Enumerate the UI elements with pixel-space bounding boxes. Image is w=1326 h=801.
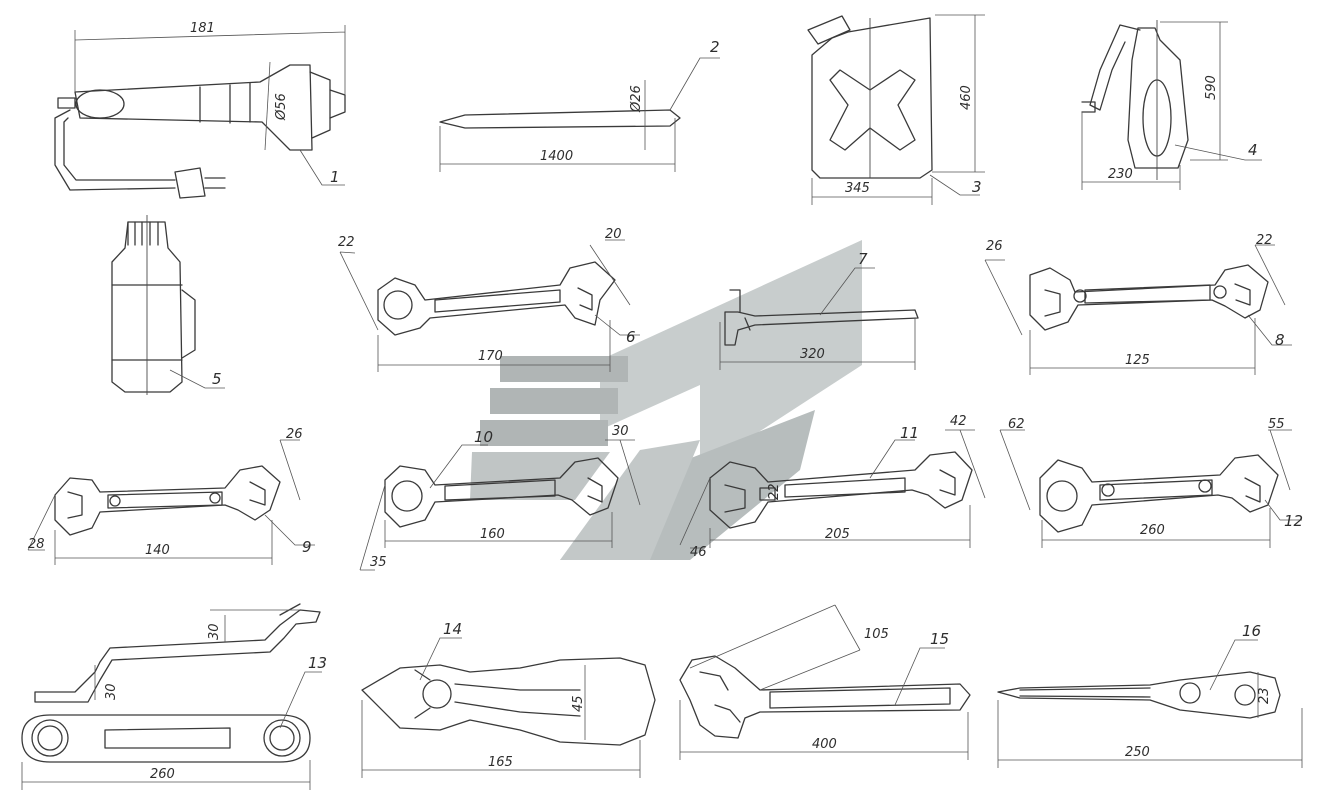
- dim-9-length: 140: [145, 543, 170, 558]
- dim-15-length: 400: [812, 737, 837, 752]
- tool-2-tire-lever: 1400 Ø26 2: [439, 38, 720, 172]
- logo-bar-2: [490, 388, 618, 414]
- dim-11-jaw-right: 42: [950, 414, 967, 429]
- label-15: 15: [930, 630, 949, 648]
- tool-10-wrench: 30 35 160 10: [359, 424, 641, 571]
- label-14: 14: [443, 620, 462, 638]
- tool-11-wrench: 42 46 205 22 11: [679, 414, 986, 560]
- logo-bar-3: [480, 420, 608, 446]
- tool-15-adjustable-wrench: 105 400 15: [679, 604, 971, 760]
- logo-upper-wing: [600, 240, 862, 470]
- label-4: 4: [1248, 141, 1258, 159]
- dim-10-jaw-left: 35: [370, 555, 387, 570]
- label-2: 2: [710, 38, 720, 56]
- label-3: 3: [972, 178, 982, 196]
- dim-9-jaw-left: 28: [28, 537, 45, 552]
- label-16: 16: [1242, 622, 1261, 640]
- dim-16-diameter: 23: [1257, 687, 1272, 704]
- dim-14-length: 165: [488, 755, 513, 770]
- dim-3-width: 345: [845, 181, 870, 196]
- dim-16-length: 250: [1125, 745, 1150, 760]
- tool-4-pump: 230 590 4: [1081, 20, 1262, 190]
- dim-6-length: 170: [478, 349, 503, 364]
- dim-8-jaw-right: 22: [1256, 233, 1273, 248]
- dim-11-length: 205: [825, 527, 850, 542]
- dim-15-jaw: 105: [864, 627, 889, 642]
- dim-3-height: 460: [959, 85, 974, 110]
- label-6: 6: [626, 328, 636, 346]
- dim-13-length: 260: [150, 767, 175, 782]
- dim-14-width: 45: [571, 695, 586, 712]
- dim-12-jaw-right: 55: [1268, 417, 1285, 432]
- dim-12-length: 260: [1140, 523, 1165, 538]
- dim-1-diameter: Ø56: [274, 93, 289, 121]
- tool-14-pliers: 45 165 14: [361, 620, 656, 778]
- dim-7-length: 320: [800, 347, 825, 362]
- label-7: 7: [858, 250, 868, 268]
- dim-10-length: 160: [480, 527, 505, 542]
- dim-11-bolt: 22: [767, 483, 782, 500]
- label-12: 12: [1284, 512, 1303, 530]
- tool-3-jerrycan: 345 460 3: [807, 14, 985, 205]
- tool-1-lamp: 181 Ø56 1: [54, 21, 346, 199]
- tool-8-wrench: 26 22 125 8: [984, 233, 1292, 375]
- tool-7-hammer: 320 7: [719, 250, 919, 370]
- dim-13-lower: 30: [104, 683, 119, 700]
- label-13: 13: [308, 654, 327, 672]
- watermark-logo: [470, 240, 862, 560]
- tool-13-box-wrench: 30 30 260 13: [21, 603, 327, 790]
- tool-9-wrench: 26 28 140 9: [27, 427, 315, 565]
- logo-bar-1: [500, 356, 628, 382]
- dim-4-height: 590: [1204, 75, 1219, 100]
- dim-2-diameter: Ø26: [629, 85, 644, 113]
- dim-4-width: 230: [1108, 167, 1133, 182]
- dim-2-length: 1400: [540, 149, 573, 164]
- tool-12-wrench: 62 55 260 12: [999, 417, 1303, 548]
- dim-11-jaw-left: 46: [690, 545, 707, 560]
- label-5: 5: [212, 370, 222, 388]
- dim-13-upper: 30: [207, 623, 222, 640]
- label-10: 10: [474, 428, 493, 446]
- logo-bar-4: [470, 452, 610, 500]
- dim-12-jaw-left: 62: [1008, 417, 1025, 432]
- label-8: 8: [1275, 331, 1285, 349]
- tool-5-oiler: 5: [111, 215, 225, 395]
- label-11: 11: [900, 424, 919, 442]
- dim-8-length: 125: [1125, 353, 1150, 368]
- dim-8-jaw-left: 26: [986, 239, 1003, 254]
- label-1: 1: [330, 168, 340, 186]
- dim-1-length: 181: [190, 21, 215, 36]
- tool-16-screwdriver: 23 250 16: [997, 622, 1303, 768]
- dim-10-jaw-right: 30: [612, 424, 629, 439]
- tool-6-wrench: 22 20 170 6: [338, 227, 640, 372]
- dim-6-jaw-right: 20: [605, 227, 622, 242]
- label-9: 9: [302, 538, 312, 556]
- dim-6-jaw-left: 22: [338, 235, 355, 250]
- dim-9-jaw-right: 26: [286, 427, 303, 442]
- logo-stem: [560, 440, 700, 560]
